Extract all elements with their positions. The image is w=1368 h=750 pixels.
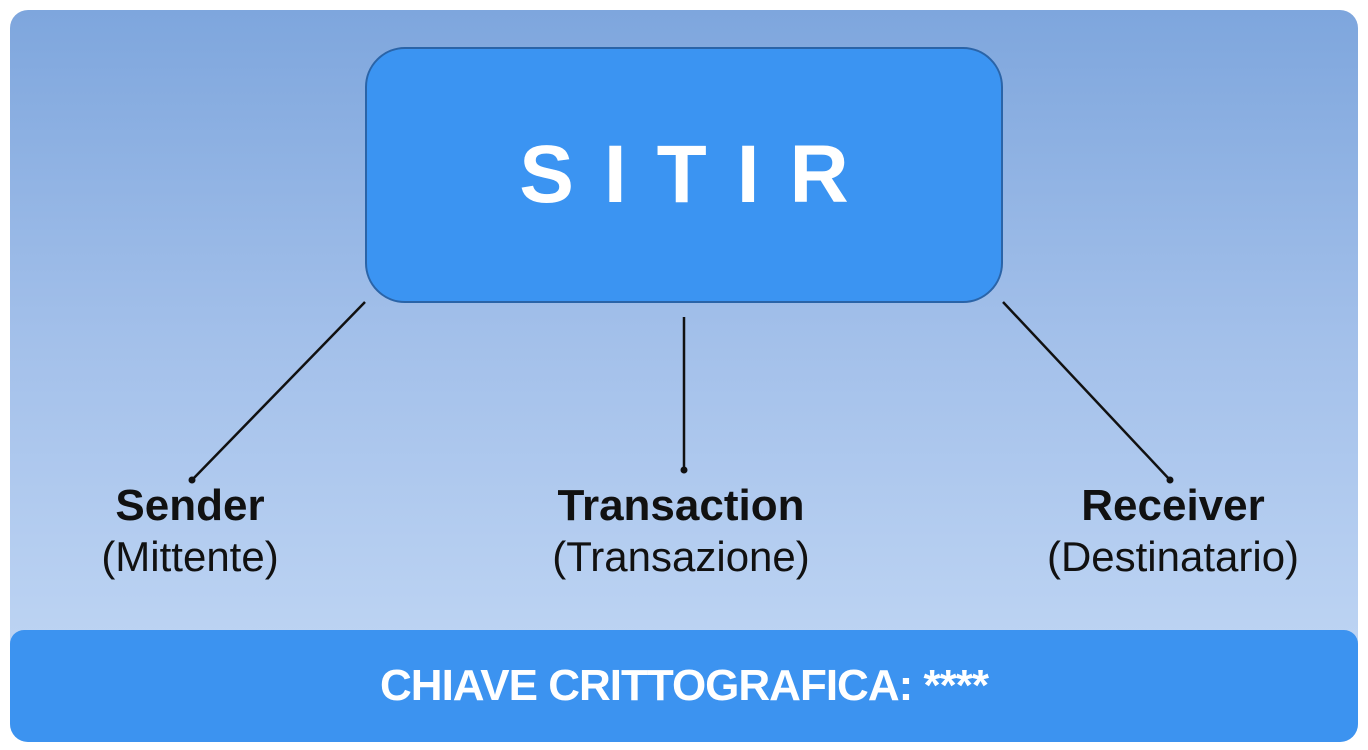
- node-sender-sublabel: (Mittente): [101, 533, 279, 580]
- node-receiver-sublabel: (Destinatario): [1046, 533, 1300, 580]
- node-sender: Sender (Mittente): [10, 480, 400, 582]
- footer-label: CHIAVE CRITTOGRAFICA: ****: [380, 661, 989, 710]
- connector-transaction-dot: [680, 466, 688, 474]
- sitir-box: SITIR: [365, 47, 1003, 303]
- node-transaction-sublabel: (Transazione): [552, 533, 810, 580]
- node-transaction-label: Transaction: [557, 481, 805, 530]
- node-receiver-label: Receiver: [1081, 481, 1265, 530]
- connector-receiver: [1002, 301, 1171, 481]
- footer-bar: CHIAVE CRITTOGRAFICA: ****: [10, 630, 1358, 742]
- node-receiver: Receiver (Destinatario): [963, 480, 1358, 582]
- node-sender-label: Sender: [115, 481, 265, 530]
- sitir-title: SITIR: [519, 129, 879, 220]
- connector-sender: [191, 301, 366, 481]
- node-transaction: Transaction (Transazione): [471, 480, 891, 582]
- diagram-panel: SITIR Sender (Mittente) Transaction (Tra…: [10, 10, 1358, 742]
